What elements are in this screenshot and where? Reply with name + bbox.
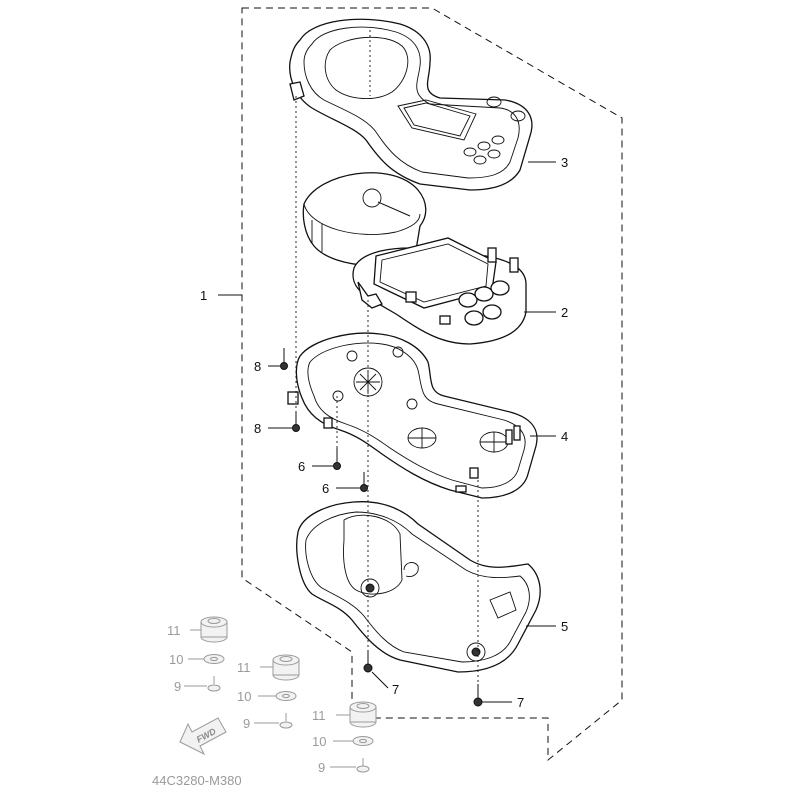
assembly-boundary	[241, 7, 623, 762]
lower-case[interactable]	[296, 501, 541, 673]
callout-6a: 6	[298, 459, 305, 474]
screw-6a[interactable]	[333, 448, 341, 470]
callout-10-3: 10	[312, 734, 326, 749]
callout-10-2: 10	[237, 689, 251, 704]
callout-4: 4	[561, 429, 568, 444]
optional-parts-group-3: 11 10 9	[312, 701, 377, 775]
callout-7b: 7	[517, 695, 524, 710]
bolt-1[interactable]	[207, 676, 221, 692]
screw-6b[interactable]	[360, 472, 368, 492]
callout-8a: 8	[254, 359, 261, 374]
callout-3: 3	[561, 155, 568, 170]
callout-11-2: 11	[237, 660, 251, 675]
callout-10-1: 10	[169, 652, 183, 667]
callout-5: 5	[561, 619, 568, 634]
leader-7a	[371, 671, 389, 689]
optional-parts-group-2: 11 10 9	[237, 654, 300, 731]
callout-9-1: 9	[174, 679, 181, 694]
washer-3[interactable]	[352, 736, 374, 746]
screw-8a[interactable]	[280, 348, 288, 370]
callout-1: 1	[200, 288, 207, 303]
rubber-mount-1[interactable]	[200, 616, 228, 643]
callout-8b: 8	[254, 421, 261, 436]
callout-9-3: 9	[318, 760, 325, 775]
fwd-arrow-icon: FWD	[179, 717, 227, 756]
callout-2: 2	[561, 305, 568, 320]
callout-9-2: 9	[243, 716, 250, 731]
diagram-code: 44C3280-M380	[152, 773, 242, 788]
rubber-mount-2[interactable]	[272, 654, 300, 681]
washer-2[interactable]	[275, 691, 297, 701]
callout-6b: 6	[322, 481, 329, 496]
meter-case[interactable]	[287, 332, 538, 499]
washer-1[interactable]	[203, 654, 225, 664]
screw-7a[interactable]	[363, 650, 373, 673]
bolt-3[interactable]	[356, 758, 370, 773]
screw-7b[interactable]	[473, 684, 483, 707]
rubber-mount-3[interactable]	[349, 701, 377, 728]
callout-7a: 7	[392, 682, 399, 697]
bolt-2[interactable]	[279, 713, 293, 729]
meter-assembly[interactable]	[302, 172, 527, 345]
callout-11-1: 11	[167, 623, 181, 638]
screw-8b[interactable]	[292, 412, 300, 432]
meter-cover[interactable]	[289, 18, 533, 191]
optional-parts-group-1: 11 10 9	[167, 616, 228, 694]
callout-11-3: 11	[312, 708, 326, 723]
